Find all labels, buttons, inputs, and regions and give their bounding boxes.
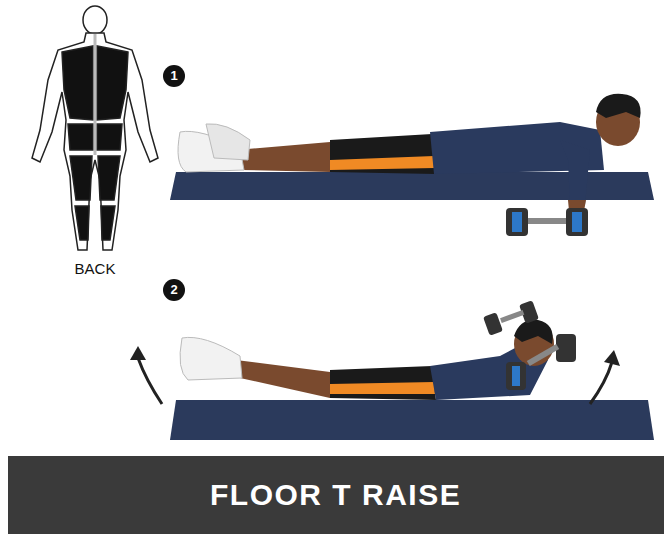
callout-number: 1 xyxy=(163,65,185,87)
view-label: BACK xyxy=(55,260,135,277)
person-start xyxy=(178,94,641,236)
person-raised xyxy=(180,300,576,400)
callout-number: 2 xyxy=(163,279,185,301)
anatomy-figure xyxy=(32,6,158,250)
motion-arrow xyxy=(138,358,612,404)
mat xyxy=(170,400,654,440)
title-text: FLOOR T RAISE xyxy=(210,478,461,512)
arrowhead xyxy=(130,346,620,366)
